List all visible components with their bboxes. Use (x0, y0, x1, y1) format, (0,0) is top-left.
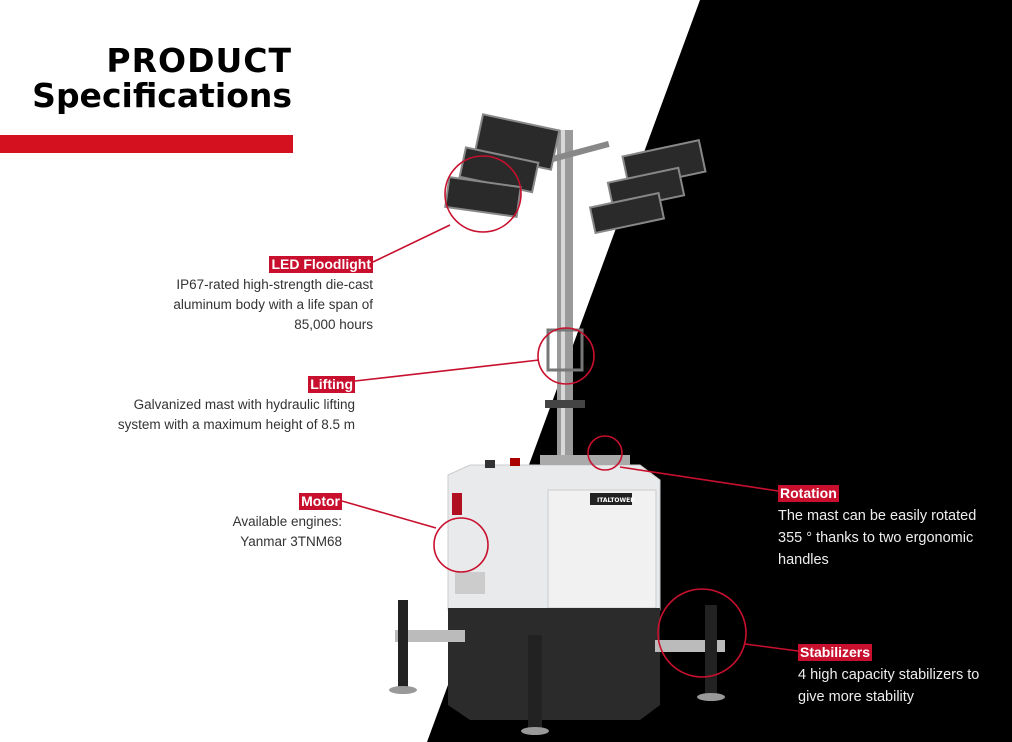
spec-lifting: Lifting Galvanized mast with hydraulic l… (118, 375, 355, 435)
spec-title: Stabilizers (798, 644, 873, 661)
spec-led-floodlight: LED Floodlight IP67-rated high-strength … (173, 255, 373, 335)
spec-text: 4 high capacity stabilizers to (798, 667, 980, 683)
spec-text: Available engines: (232, 514, 342, 529)
spec-text: aluminum body with a life span of (173, 297, 373, 312)
spec-text: The mast can be easily rotated (778, 508, 977, 524)
spec-rotation: Rotation The mast can be easily rotated … (778, 483, 976, 571)
spec-text: Galvanized mast with hydraulic lifting (133, 397, 355, 412)
spec-text: handles (778, 552, 829, 568)
spec-title: Rotation (778, 485, 839, 502)
spec-text: give more stability (798, 689, 915, 705)
callout-markers (341, 155, 799, 678)
generator-body: ITALTOWER (447, 455, 661, 720)
svg-text:ITALTOWER: ITALTOWER (597, 497, 635, 504)
spec-text: Yanmar 3TNM68 (240, 534, 342, 549)
page-title: PRODUCT Specifications (32, 44, 292, 112)
spec-title: LED Floodlight (269, 256, 373, 273)
spec-title: Lifting (308, 376, 355, 393)
title-line-1: PRODUCT (106, 41, 292, 80)
spec-stabilizers: Stabilizers 4 high capacity stabilizers … (798, 642, 979, 708)
spec-text: 85,000 hours (294, 317, 373, 332)
title-line-2: Specifications (32, 76, 292, 115)
spec-title: Motor (299, 493, 342, 510)
spec-text: 355 ° thanks to two ergonomic (778, 530, 974, 546)
spec-text: system with a maximum height of 8.5 m (117, 417, 355, 432)
stabilizers (389, 600, 725, 735)
spec-text: IP67-rated high-strength die-cast (176, 277, 373, 292)
telescopic-mast (540, 130, 610, 460)
spec-motor: Motor Available engines: Yanmar 3TNM68 (233, 492, 342, 552)
title-accent-bar (0, 135, 293, 153)
